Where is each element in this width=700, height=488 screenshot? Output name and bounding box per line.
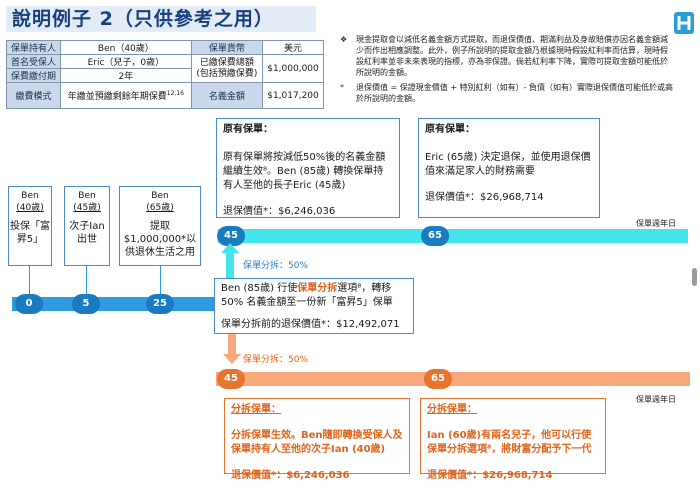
arrow-down-icon [223,334,241,364]
connector-line [160,266,161,297]
diamond-bullet-icon: ❖ [340,35,348,44]
table-row: 繳費模式 年繳並預繳剩餘年期保費12,16 名義金額 $1,017,200 [6,82,325,109]
split-policy-box: 分拆保單： 分拆保單生效。Ben隨即轉換受保人及保單持有人至他的次子Ian (4… [224,398,410,481]
page-title: 說明例子 2（只供參考之用） [6,6,316,32]
connector-line [86,266,87,297]
age-box: Ben (45歲) 次子Ian出世 [64,186,110,266]
split-policy-box: 分拆保單： Ian (60歲)有兩名兒子，他可以行使保單分拆選項⁸，將財富分配予… [420,398,606,481]
table-row: 首名受保人 Eric（兒子，0歲） 已繳保費總額 (包括預繳保費) $1,000… [6,54,325,83]
split-label: 保單分拆：50% [243,355,309,365]
timeline-node: 0 [15,294,43,314]
timeline-node: 5 [72,294,100,314]
note-text: 現金提取會以減低名義金額方式提取，而退保價值、期滿利益及身故賠償亦因名義金額減少… [356,35,668,77]
original-policy-box: 原有保單： 原有保單將按減低50%後的名義金額繼續生效⁸。Ben (85歲) 轉… [216,118,400,218]
timeline-node: 65 [424,369,452,389]
timeline-original [218,229,688,243]
scrollbar-thumb[interactable] [692,268,697,286]
timeline-node: 45 [217,369,245,389]
logo-icon [674,12,694,34]
note-text: 退保價值 = 保證現金價值 + 特別紅利（如有）- 負債（如有）實際退保價值可能… [356,83,674,103]
notes: ❖ 現金提取會以減低名義金額方式提取，而退保價值、期滿利益及身故賠償亦因名義金額… [340,34,674,108]
split-label: 保單分拆：50% [243,261,309,271]
split-event-box: Ben (85歲) 行使保單分拆選項⁸，轉移 50% 名義金額至一份新「富昇5」… [214,278,414,334]
timeline-end-label: 保單週年日 [636,219,676,228]
age-box: Ben (65歲) 提取$1,000,000*以供退休生活之用 [119,186,201,266]
timeline-split [216,372,690,386]
timeline-end-label: 保單週年日 [636,395,676,404]
original-policy-box: 原有保單： Eric (65歲) 決定退保，並使用退保價值來滿足家人的財務需要 … [418,118,600,218]
summary-table: 保單持有人 Ben（40歲） 保單貨幣 美元 首名受保人 Eric（兒子，0歲）… [6,40,325,109]
age-box: Ben (40歲) 投保「富昇5」 [8,186,52,266]
connector-line [29,266,30,297]
timeline-node: 45 [217,226,245,246]
asterisk-bullet-icon: * [340,83,344,92]
timeline-node: 65 [421,226,449,246]
table-row: 保單持有人 Ben（40歲） 保單貨幣 美元 [6,40,325,55]
table-row: 保費繳付期 2年 [6,68,324,83]
arrow-up-icon [221,243,239,279]
timeline-node: 25 [146,294,174,314]
